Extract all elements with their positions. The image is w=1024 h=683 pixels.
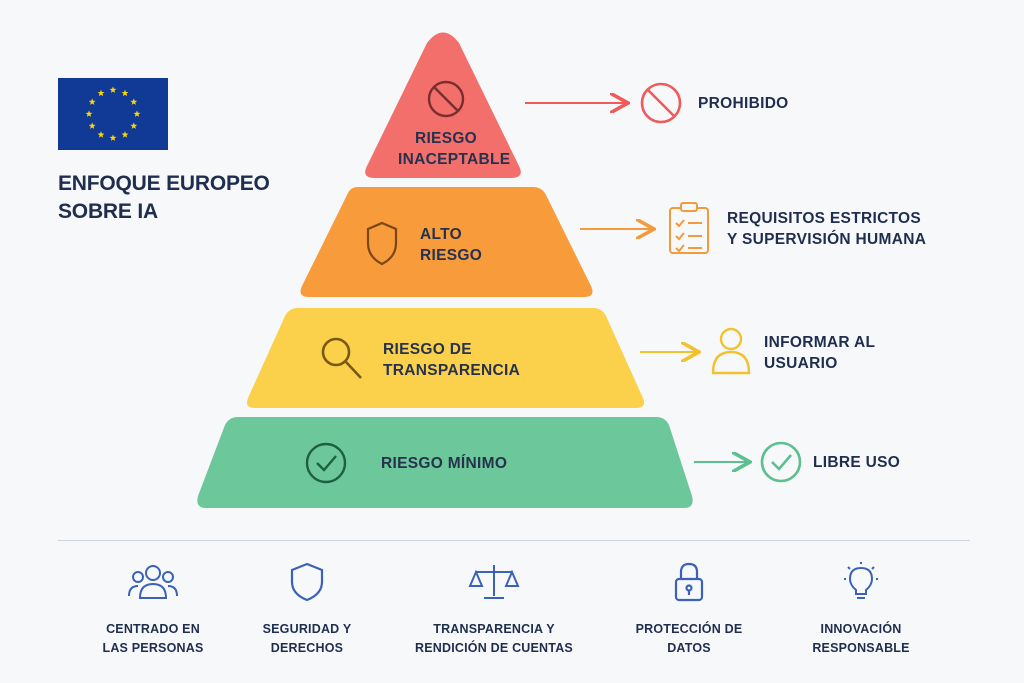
tier-label-line: ALTO (420, 226, 462, 243)
clipboard-checklist-icon (669, 202, 709, 254)
check-circle-icon (305, 442, 347, 484)
tier-transparency (246, 308, 645, 408)
tier-label-transparency: RIESGO DE TRANSPARENCIA (383, 339, 520, 381)
principle-data-protection: PROTECCIÓN DE DATOS (594, 562, 784, 658)
outcome-label-line: REQUISITOS ESTRICTOS (727, 210, 922, 227)
lightbulb-icon (844, 562, 878, 599)
flag-star-icon (121, 89, 129, 97)
people-icon (128, 565, 178, 599)
principle-innovation: INNOVACIÓN RESPONSABLE (766, 562, 956, 658)
tier-label-line: RIESGO DE (383, 341, 472, 358)
principle-people: CENTRADO EN LAS PERSONAS (58, 562, 248, 658)
tier-label-line: INACEPTABLE (398, 151, 511, 168)
flag-star-icon (130, 122, 138, 129)
outcome-label-line: PROHIBIDO (698, 95, 789, 112)
principle-label-line: DATOS (667, 641, 711, 655)
tier-label-line: TRANSPARENCIA (383, 362, 521, 379)
tier-label-high: ALTO RIESGO (420, 224, 482, 266)
flag-star-icon (97, 131, 105, 138)
prohibited-icon (427, 80, 465, 118)
eu-flag-icon (58, 78, 168, 150)
principle-transparency: TRANSPARENCIA Y RENDICIÓN DE CUENTAS (399, 562, 589, 658)
principle-label-line: RENDICIÓN DE CUENTAS (415, 641, 573, 655)
section-divider (58, 540, 970, 541)
flag-star-icon (85, 110, 93, 117)
principle-security: SEGURIDAD Y DERECHOS (212, 562, 402, 658)
outcome-prohibited-icon (640, 82, 682, 124)
flag-star-icon (88, 122, 96, 129)
tier-label-line: RIESGO (414, 130, 478, 147)
page-title-line: SOBRE IA (58, 200, 158, 223)
principle-label: CENTRADO EN LAS PERSONAS (58, 620, 248, 658)
principle-label-line: CENTRADO EN (106, 622, 200, 636)
flag-star-icon (121, 131, 129, 138)
outcome-label-line: LIBRE USO (813, 454, 901, 471)
user-icon (711, 327, 751, 375)
principle-label-line: INNOVACIÓN (820, 622, 902, 636)
principle-label: TRANSPARENCIA Y RENDICIÓN DE CUENTAS (399, 620, 589, 658)
shield-icon (366, 221, 398, 266)
flag-star-icon (109, 86, 117, 93)
tier-label-unacceptable: RIESGO INACEPTABLE (398, 128, 511, 170)
principle-label: PROTECCIÓN DE DATOS (594, 620, 784, 658)
flag-star-icon (88, 98, 96, 105)
tier-minimal (197, 417, 693, 508)
tier-label-line: RIESGO MÍNIMO (381, 455, 508, 472)
principle-label-line: TRANSPARENCIA Y (433, 622, 555, 636)
principle-label: INNOVACIÓN RESPONSABLE (766, 620, 956, 658)
risk-pyramid (197, 32, 802, 508)
outcome-label-unacceptable: PROHIBIDO (698, 93, 789, 114)
shield-icon (290, 562, 324, 602)
outcome-label-line: USUARIO (764, 355, 838, 372)
principle-label-line: LAS PERSONAS (102, 641, 204, 655)
magnifier-icon (321, 337, 362, 379)
outcome-label-minimal: LIBRE USO (813, 452, 900, 473)
page-title-line: ENFOQUE EUROPEO (58, 172, 270, 195)
flag-star-icon (97, 89, 105, 97)
principle-label-line: PROTECCIÓN DE (635, 622, 743, 636)
principle-label: SEGURIDAD Y DERECHOS (212, 620, 402, 658)
flag-star-icon (109, 134, 117, 141)
page-title: ENFOQUE EUROPEO SOBRE IA (58, 170, 318, 226)
tier-label-line: RIESGO (420, 247, 483, 264)
flag-star-icon (133, 110, 141, 117)
tier-label-minimal: RIESGO MÍNIMO (381, 453, 507, 474)
principle-label-line: SEGURIDAD Y (262, 622, 352, 636)
flag-star-icon (130, 98, 138, 105)
outcome-label-high: REQUISITOS ESTRICTOS Y SUPERVISIÓN HUMAN… (727, 208, 926, 250)
outcome-check-circle-icon (760, 441, 802, 483)
scales-icon (468, 565, 520, 599)
outcome-label-line: INFORMAR AL (764, 334, 876, 351)
padlock-icon (674, 562, 704, 602)
principle-label-line: DERECHOS (270, 641, 344, 655)
outcome-label-transparency: INFORMAR AL USUARIO (764, 332, 875, 374)
tier-high (300, 187, 593, 297)
outcome-label-line: Y SUPERVISIÓN HUMANA (727, 231, 927, 248)
principle-label-line: RESPONSABLE (812, 641, 910, 655)
tier-unacceptable (365, 32, 521, 178)
